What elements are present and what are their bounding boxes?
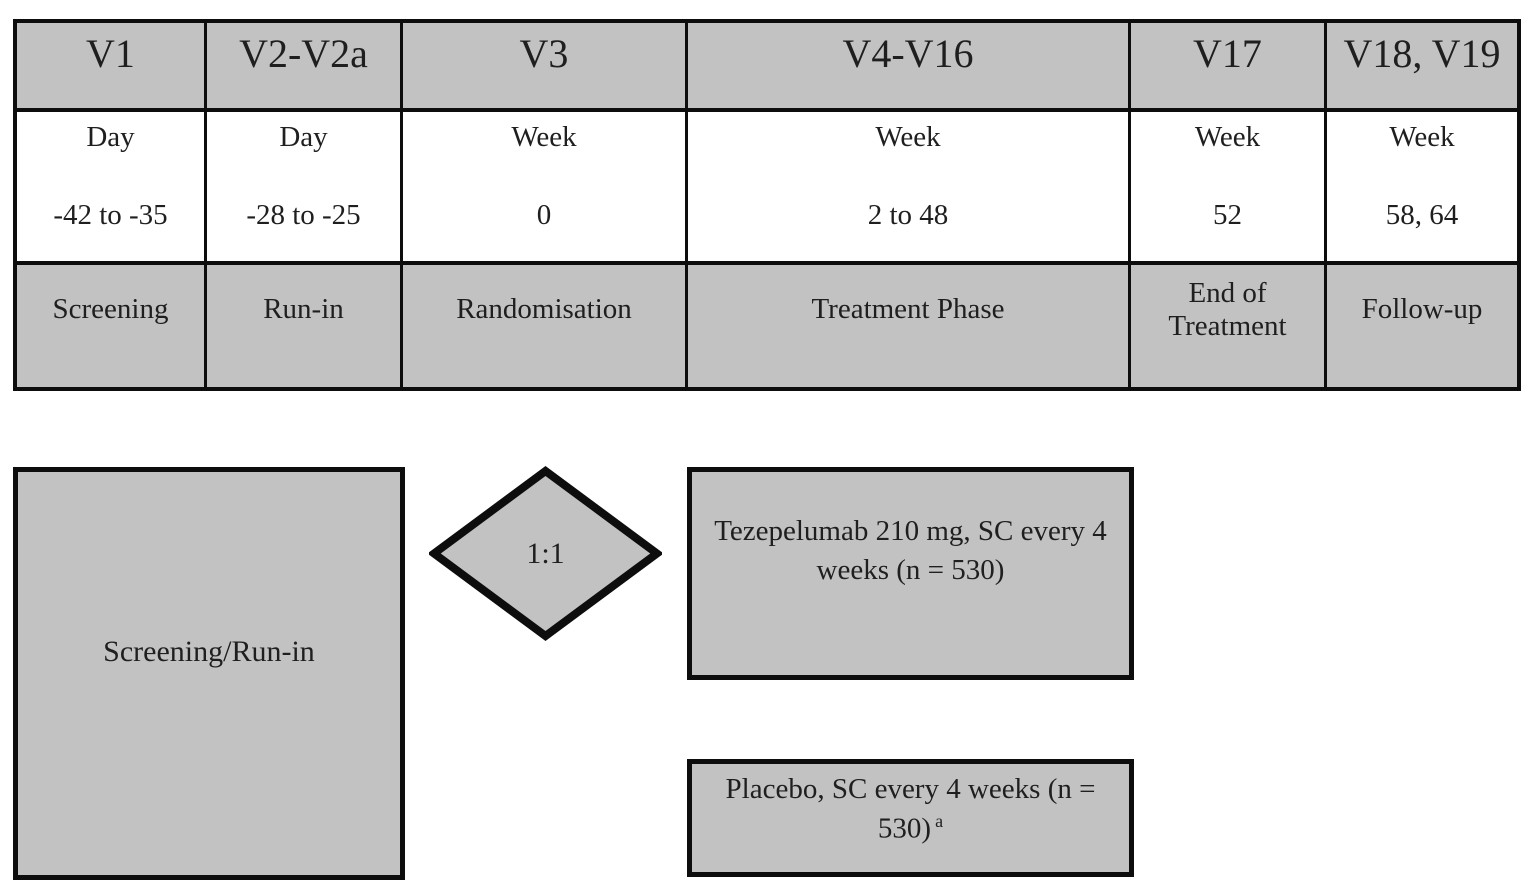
- timing-cell-v2: Day -28 to -25: [207, 112, 403, 265]
- phase-cell-treatment: Treatment Phase: [688, 265, 1131, 387]
- visit-label: V1: [86, 31, 135, 76]
- randomisation-ratio-label: 1:1: [526, 536, 565, 570]
- phase-label: Follow-up: [1361, 293, 1483, 326]
- visit-label: V2-V2a: [239, 31, 368, 76]
- screening-run-in-box: Screening/Run-in: [13, 467, 405, 880]
- timing-value: -42 to -35: [53, 199, 168, 231]
- randomisation-diamond: 1:1: [429, 466, 662, 641]
- timing-unit: Day: [279, 121, 328, 153]
- timing-unit: Week: [1389, 121, 1455, 153]
- timing-cell-v1: Day -42 to -35: [17, 112, 207, 265]
- timing-value: 0: [536, 199, 552, 231]
- visit-schedule-table: V1 V2-V2a V3 V4-V16 V17 V18, V19 Day -42…: [13, 19, 1521, 391]
- visit-header-v4-v16: V4-V16: [688, 23, 1131, 112]
- timing-value: -28 to -25: [246, 199, 361, 231]
- visit-header-v18-v19: V18, V19: [1327, 23, 1517, 112]
- visit-header-v3: V3: [403, 23, 688, 112]
- visit-label: V17: [1193, 31, 1262, 76]
- timing-unit: Week: [875, 121, 941, 153]
- timing-value: 58, 64: [1385, 199, 1459, 231]
- timing-cell-v17: Week 52: [1131, 112, 1327, 265]
- visit-label: V3: [519, 31, 569, 76]
- diamond-shape-svg: [429, 466, 662, 641]
- phase-label: Screening: [52, 293, 169, 326]
- placebo-arm-label: Placebo, SC every 4 weeks (n = 530): [725, 773, 1096, 845]
- visit-label: V4-V16: [842, 31, 974, 76]
- timing-value: 52: [1213, 199, 1242, 231]
- phase-label: Run-in: [263, 293, 344, 326]
- phase-label: Randomisation: [456, 293, 632, 326]
- timing-cell-v3: Week 0: [403, 112, 688, 265]
- phase-cell-run-in: Run-in: [207, 265, 403, 387]
- phase-cell-screening: Screening: [17, 265, 207, 387]
- timing-cell-v18-v19: Week 58, 64: [1327, 112, 1517, 265]
- phase-cell-follow-up: Follow-up: [1327, 265, 1517, 387]
- timing-unit: Week: [1194, 121, 1261, 153]
- visit-header-v2: V2-V2a: [207, 23, 403, 112]
- tezepelumab-arm-box: Tezepelumab 210 mg, SC every 4 weeks (n …: [687, 467, 1134, 680]
- tezepelumab-arm-label: Tezepelumab 210 mg, SC every 4 weeks (n …: [714, 515, 1107, 587]
- timing-cell-v4-v16: Week 2 to 48: [688, 112, 1131, 265]
- phase-label: Treatment Phase: [811, 293, 1005, 326]
- timing-unit: Day: [86, 121, 135, 153]
- screening-run-in-label: Screening/Run-in: [103, 634, 315, 668]
- timing-value: 2 to 48: [867, 199, 949, 231]
- placebo-footnote-marker: a: [935, 811, 944, 832]
- timing-unit: Week: [511, 121, 577, 153]
- visit-header-v1: V1: [17, 23, 207, 112]
- phase-label: End of Treatment: [1168, 276, 1287, 342]
- visit-header-v17: V17: [1131, 23, 1327, 112]
- placebo-arm-box: Placebo, SC every 4 weeks (n = 530)a: [687, 759, 1134, 877]
- phase-cell-end-of-treatment: End of Treatment: [1131, 265, 1327, 387]
- phase-cell-randomisation: Randomisation: [403, 265, 688, 387]
- visit-label: V18, V19: [1343, 31, 1501, 76]
- diamond-shape: [429, 466, 662, 641]
